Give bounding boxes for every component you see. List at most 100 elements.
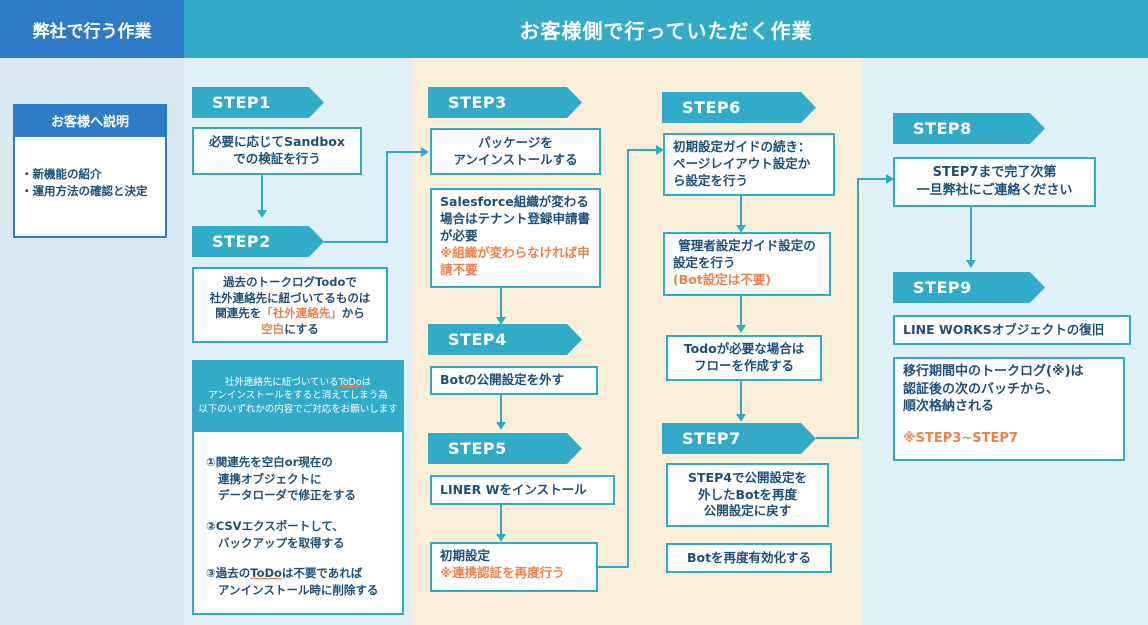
step7-bot-box: Botを再度有効化する (666, 543, 832, 573)
step4-text: STEP4 (448, 330, 507, 349)
step7-box: STEP4で公開設定を 外したBotを再度 公開設定に戻す (666, 463, 829, 527)
step6-todo-line2: フローを作成する (693, 358, 794, 373)
connector (740, 296, 742, 326)
step3-line2: アンインストールする (453, 151, 578, 167)
note-text: ToDo (338, 377, 362, 388)
arrow-down (496, 534, 506, 542)
step2-text: 関連先を (215, 306, 262, 321)
step6-admin-line1: 管理者設定ガイド設定の (678, 238, 816, 253)
connector (857, 178, 859, 439)
step3-note-line2: 場合はテナント登録申請書 (440, 210, 591, 226)
note-text: 社外連絡先に紐づいている (224, 377, 339, 388)
explain-item: ・新機能の紹介 (21, 167, 102, 181)
arrow-right (656, 145, 664, 155)
step9-note-line3: 順次格納される (903, 399, 995, 415)
step3-text: STEP3 (448, 93, 507, 112)
step7-line3: 公開設定に戻す (703, 503, 792, 519)
note-text: ToDo (250, 566, 282, 581)
step1-line2: での検証を行う (233, 151, 321, 166)
header-right: お客様側で行っていただく作業 (184, 0, 1148, 58)
note-text: ②CSVエクスポートして、 (206, 519, 344, 534)
connector (740, 196, 742, 226)
step5-label: STEP5 (428, 433, 582, 464)
note-head-line3: 以下のいずれかの内容でご対応をお願いします (198, 403, 398, 415)
step2-highlight: 空白 (261, 321, 285, 336)
step8-line2: 一旦弊社にご連絡ください (916, 183, 1073, 198)
note-text: データローダで修正をする (218, 488, 357, 503)
step7-line2: 外したBotを再度 (697, 486, 798, 502)
step8-text: STEP8 (913, 119, 972, 138)
step6-admin-box: 管理者設定ガイド設定の 設定を行う (Bot設定は不要) (663, 232, 831, 296)
arrow-down (736, 414, 746, 422)
connector (740, 381, 742, 415)
step9-box: LINE WORKSオブジェクトの復旧 (893, 315, 1131, 345)
note-text: ③過去の (206, 566, 251, 581)
step6-label: STEP6 (662, 92, 816, 123)
step2-line4: 空白にする (202, 322, 378, 338)
step1-line1: 必要に応じてSandbox (209, 134, 345, 150)
connector (500, 395, 502, 423)
step9-text: STEP9 (913, 278, 972, 297)
step7-line1: STEP4で公開設定を (688, 469, 807, 485)
explain-title-text: お客様へ説明 (50, 115, 129, 130)
explain-title: お客様へ説明 (13, 104, 167, 137)
step9-note-box: 移行期間中のトークログ(※)は 認証後の次のバッチから、 順次格納される ※ST… (893, 357, 1125, 461)
step7-text: STEP7 (682, 429, 741, 448)
step5-note-line2: ※連携認証を再度行う (440, 564, 565, 580)
step8-line1: STEP7まで完了次第 (932, 165, 1057, 181)
step3-note-box: Salesforce組織が変わる 場合はテナント登録申請書 が必要 ※組織が変わ… (430, 188, 601, 288)
arrow-down (496, 422, 506, 430)
step6-admin-line3: (Bot設定は不要) (673, 271, 772, 287)
connector (386, 151, 422, 153)
explain-item: ・運用方法の確認と決定 (21, 183, 148, 198)
step2-highlight: 「社外連絡先」 (261, 306, 342, 321)
step2-line3: 関連先を「社外連絡先」から (202, 306, 378, 322)
step6-text: STEP6 (682, 98, 741, 117)
step6-line3: ら設定を行う (673, 172, 749, 188)
connector (500, 505, 502, 535)
step2-line2: 社外連絡先に紐づいてるものは (209, 290, 371, 305)
note-text: は不要であれば (281, 566, 363, 581)
arrow-down (736, 325, 746, 333)
step2-box: 過去のトークログTodoで 社外連絡先に紐づいてるものは 関連先を「社外連絡先」… (192, 267, 388, 343)
step9-label: STEP9 (893, 272, 1045, 303)
note-head-line2: アンインストールをすると消えてしまう為 (208, 390, 388, 402)
connector (261, 175, 263, 211)
step5-line1: LINER Wをインストール (440, 481, 587, 497)
step1-box: 必要に応じてSandbox での検証を行う (192, 127, 362, 175)
step5-text: STEP5 (448, 439, 507, 458)
step9-note-line4: ※STEP3~STEP7 (903, 430, 1018, 446)
step6-todo-box: Todoが必要な場合は フローを作成する (666, 335, 822, 381)
step4-box: Botの公開設定を外す (430, 366, 598, 395)
step5-note-line1: 初期設定 (440, 548, 491, 563)
step2-text: から (341, 306, 365, 321)
step3-note-line5: 請不要 (440, 261, 478, 277)
arrow-down (257, 210, 267, 218)
note-option-2: ②CSVエクスポートして、 バックアップを取得する (206, 518, 394, 551)
step6-line2: ページレイアウト設定か (673, 155, 811, 171)
connector (598, 566, 628, 568)
step2-text: STEP2 (212, 232, 271, 251)
header-left: 弊社で行う作業 (0, 0, 184, 58)
connector (386, 151, 388, 243)
step3-note-line1: Salesforce組織が変わる (440, 194, 589, 209)
step8-label: STEP8 (893, 113, 1045, 144)
step6-todo-line1: Todoが必要な場合は (683, 341, 805, 357)
note-text: ①関連先を空白or現在の (206, 455, 333, 469)
header-right-title: お客様側で行っていただく作業 (519, 18, 813, 43)
step1-text: STEP1 (212, 93, 271, 112)
step8-box: STEP7まで完了次第 一旦弊社にご連絡ください (893, 157, 1096, 207)
step2-text: にする (284, 321, 319, 336)
step7-label: STEP7 (662, 423, 816, 454)
note-text: バックアップを取得する (218, 535, 345, 550)
arrow-down (736, 225, 746, 233)
arrow-down (966, 260, 976, 268)
note-head-line1: 社外連絡先に紐づいているToDoは (198, 376, 398, 389)
note-body: ①関連先を空白or現在の 連携オブジェクトに データローダで修正をする ②CSV… (192, 430, 404, 615)
connector (857, 178, 887, 180)
note-text: アンインストール時に削除する (218, 583, 379, 598)
note-option-1: ①関連先を空白or現在の 連携オブジェクトに データローダで修正をする (206, 454, 394, 504)
step3-label: STEP3 (428, 87, 582, 118)
connector (970, 207, 972, 261)
step5-box: LINER Wをインストール (430, 475, 615, 505)
